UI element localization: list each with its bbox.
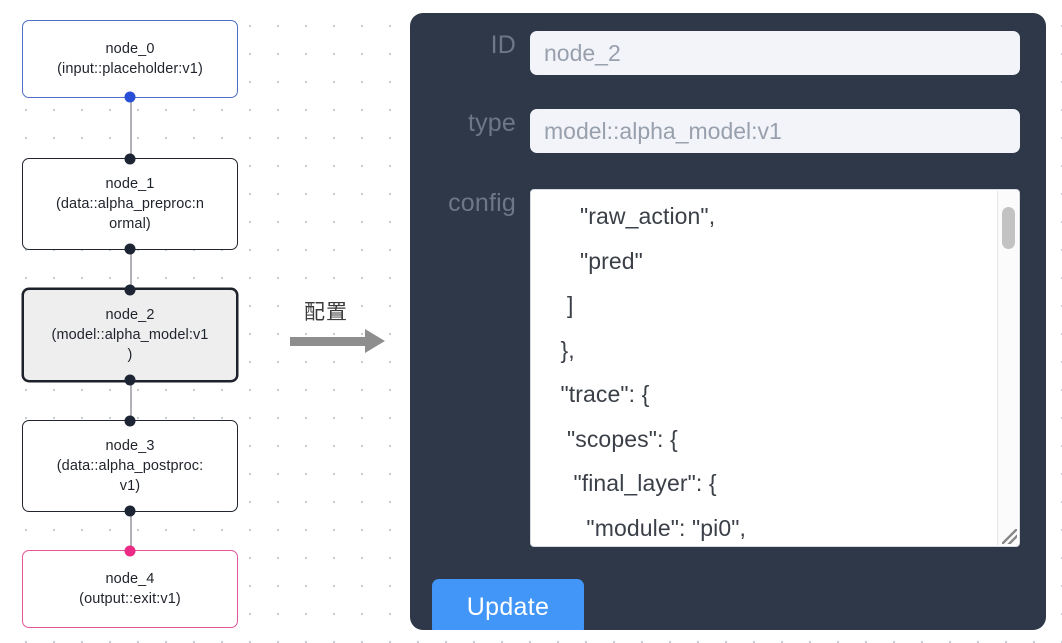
graph-node-node_3[interactable]: node_3 (data::alpha_postproc: v1) (22, 415, 238, 517)
config-textarea-scrollbar-thumb[interactable] (1002, 207, 1015, 249)
flow-canvas[interactable]: node_0 (input::placeholder:v1)node_1 (da… (0, 0, 400, 643)
graph-node-label: node_0 (input::placeholder:v1) (57, 41, 203, 77)
config-textarea-content: "raw_action", "pred" ] }, "trace": { "sc… (560, 203, 746, 541)
field-row-config: config "raw_action", "pred" ] }, "trace"… (410, 189, 1020, 547)
edge-node_2-to-node_3[interactable] (130, 382, 132, 420)
handle-source-node_0[interactable] (124, 91, 136, 103)
handle-source-node_2[interactable] (124, 374, 136, 386)
graph-node-node_2[interactable]: node_2 (model::alpha_model:v1 ) (22, 284, 238, 386)
field-row-type: type model::alpha_model:v1 (410, 109, 1020, 153)
handle-source-node_1[interactable] (124, 243, 136, 255)
transition-label: 配置 (304, 300, 348, 324)
config-textarea-scrollbar[interactable] (997, 191, 1018, 545)
graph-node-node_0[interactable]: node_0 (input::placeholder:v1) (22, 20, 238, 103)
node-inspector-panel: ID node_2 type model::alpha_model:v1 con… (410, 13, 1046, 630)
handle-target-node_4[interactable] (124, 545, 136, 557)
transition-annotation: 配置 (288, 296, 398, 366)
handle-target-node_3[interactable] (124, 415, 136, 427)
edge-node_3-to-node_4[interactable] (130, 512, 132, 550)
config-textarea-wrapper: "raw_action", "pred" ] }, "trace": { "sc… (530, 189, 1020, 547)
update-button[interactable]: Update (432, 579, 584, 630)
graph-node-node_1[interactable]: node_1 (data::alpha_preproc:n ormal) (22, 153, 238, 255)
id-field-label: ID (490, 31, 516, 59)
arrow-right-icon-shaft (290, 337, 368, 346)
edge-node_0-to-node_1[interactable] (130, 98, 132, 158)
id-input[interactable]: node_2 (530, 31, 1020, 75)
graph-node-label: node_3 (data::alpha_postproc: v1) (56, 438, 204, 494)
resize-handle-icon[interactable] (1002, 529, 1017, 544)
type-input[interactable]: model::alpha_model:v1 (530, 109, 1020, 153)
graph-node-label: node_2 (model::alpha_model:v1 ) (51, 307, 209, 363)
handle-source-node_3[interactable] (124, 505, 136, 517)
edge-node_1-to-node_2[interactable] (130, 250, 132, 288)
handle-target-node_1[interactable] (124, 153, 136, 165)
field-row-id: ID node_2 (410, 31, 1020, 75)
graph-node-node_4[interactable]: node_4 (output::exit:v1) (22, 545, 238, 628)
arrow-right-icon-head (365, 329, 385, 353)
graph-node-label: node_1 (data::alpha_preproc:n ormal) (55, 176, 205, 232)
type-field-label: type (467, 109, 516, 137)
graph-node-label: node_4 (output::exit:v1) (79, 571, 181, 607)
config-field-label: config (448, 189, 516, 217)
handle-target-node_2[interactable] (124, 284, 136, 296)
config-textarea[interactable]: "raw_action", "pred" ] }, "trace": { "sc… (530, 189, 1020, 547)
